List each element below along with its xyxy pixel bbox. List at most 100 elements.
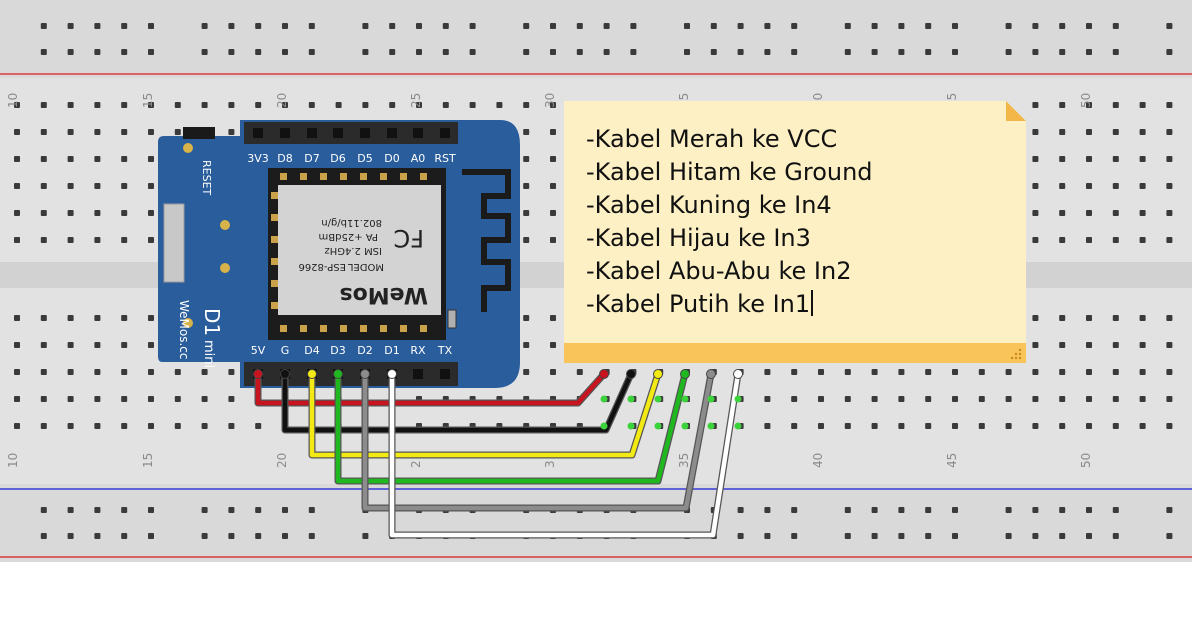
column-number: 40 xyxy=(811,453,825,468)
rail-hole xyxy=(40,49,47,55)
terminal-hole xyxy=(791,396,798,402)
terminal-hole xyxy=(121,183,128,189)
wire-hitam[interactable] xyxy=(282,371,634,433)
module-pad xyxy=(271,192,278,199)
rail-hole xyxy=(94,507,101,513)
usb-port xyxy=(163,203,185,283)
terminal-hole xyxy=(925,423,932,429)
terminal-hole xyxy=(40,102,47,108)
terminal-hole xyxy=(148,315,154,321)
terminal-hole xyxy=(14,315,20,321)
rail-hole xyxy=(1005,507,1012,513)
header-pin xyxy=(333,128,343,138)
terminal-hole xyxy=(925,396,932,402)
terminal-hole xyxy=(1112,183,1119,189)
rail-hole xyxy=(764,507,771,513)
wire-end[interactable] xyxy=(653,369,663,379)
wire-kuning[interactable] xyxy=(309,371,661,458)
wire-end[interactable] xyxy=(387,369,397,379)
terminal-hole xyxy=(523,315,530,321)
sticky-note[interactable]: -Kabel Merah ke VCC -Kabel Hitam ke Grou… xyxy=(564,101,1026,363)
column-number: 45 xyxy=(945,453,959,468)
terminal-hole xyxy=(1112,423,1119,429)
pin-label: RX xyxy=(410,344,426,357)
wire-end[interactable] xyxy=(733,369,743,379)
rail-hole xyxy=(201,533,208,539)
rail-hole xyxy=(925,533,932,539)
wire-end[interactable] xyxy=(333,369,343,379)
terminal-hole xyxy=(1086,129,1092,135)
rail-hole xyxy=(925,23,932,29)
wire-end[interactable] xyxy=(280,369,290,379)
rail-hole xyxy=(898,23,905,29)
rail-hole xyxy=(925,507,932,513)
terminal-hole xyxy=(1059,183,1066,189)
wire-putih[interactable] xyxy=(389,371,741,538)
terminal-hole xyxy=(1139,183,1146,189)
rail-hole xyxy=(1166,533,1173,539)
terminal-hole xyxy=(40,210,47,216)
rail-hole xyxy=(1059,533,1066,539)
terminal-hole xyxy=(1086,183,1092,189)
resize-grip-icon[interactable] xyxy=(1010,348,1022,360)
wire-end[interactable] xyxy=(360,369,370,379)
rail-hole xyxy=(1032,533,1039,539)
terminal-hole xyxy=(1032,423,1039,429)
rail-hole xyxy=(952,23,958,29)
mount-pad-3 xyxy=(220,263,230,273)
rail-hole xyxy=(308,23,315,29)
wire-hijau[interactable] xyxy=(335,371,688,484)
rail-hole xyxy=(791,533,798,539)
terminal-hole xyxy=(952,396,958,402)
terminal-hole xyxy=(174,369,181,375)
rail-hole xyxy=(925,49,932,55)
terminal-hole xyxy=(1166,423,1173,429)
module-pad xyxy=(340,173,347,180)
terminal-hole xyxy=(764,369,771,375)
top-header-pins xyxy=(253,128,450,138)
reset-button[interactable] xyxy=(183,127,215,139)
terminal-hole xyxy=(67,396,74,402)
column-number: 15 xyxy=(141,453,155,468)
terminal-hole xyxy=(1139,210,1146,216)
wire-merah[interactable] xyxy=(255,371,607,406)
terminal-hole xyxy=(94,342,101,348)
wire-end[interactable] xyxy=(626,369,636,379)
rail-hole xyxy=(1032,507,1039,513)
mount-pad-4 xyxy=(183,318,193,328)
wire-end[interactable] xyxy=(307,369,317,379)
terminal-hole xyxy=(550,237,556,243)
rail-hole xyxy=(898,507,905,513)
terminal-hole xyxy=(1166,369,1173,375)
connected-hole xyxy=(734,422,742,430)
connected-hole xyxy=(627,422,635,430)
wire-end[interactable] xyxy=(253,369,263,379)
rail-hole xyxy=(871,49,878,55)
rail-hole xyxy=(1005,49,1012,55)
terminal-hole xyxy=(1059,423,1066,429)
wire-end[interactable] xyxy=(706,369,716,379)
rail-hole xyxy=(255,507,262,513)
terminal-hole xyxy=(576,369,583,375)
connected-hole xyxy=(681,422,689,430)
terminal-hole xyxy=(550,210,556,216)
terminal-hole xyxy=(335,102,342,108)
rail-hole xyxy=(684,49,690,55)
wire-end[interactable] xyxy=(680,369,690,379)
module-pad xyxy=(420,325,427,332)
pin-label: D2 xyxy=(357,344,372,357)
terminal-hole xyxy=(174,129,181,135)
header-pin xyxy=(440,128,450,138)
wire-abu-abu[interactable] xyxy=(362,371,714,511)
rail-hole xyxy=(737,507,744,513)
wires xyxy=(253,369,743,539)
terminal-hole xyxy=(67,183,74,189)
module-pad xyxy=(300,325,307,332)
note-line-6: -Kabel Putih ke In1 xyxy=(586,288,873,321)
terminal-hole xyxy=(523,342,530,348)
terminal-hole xyxy=(1086,237,1092,243)
module-pad xyxy=(340,325,347,332)
terminal-hole xyxy=(1005,423,1012,429)
rail-hole xyxy=(1086,533,1092,539)
wire-end[interactable] xyxy=(599,369,609,379)
